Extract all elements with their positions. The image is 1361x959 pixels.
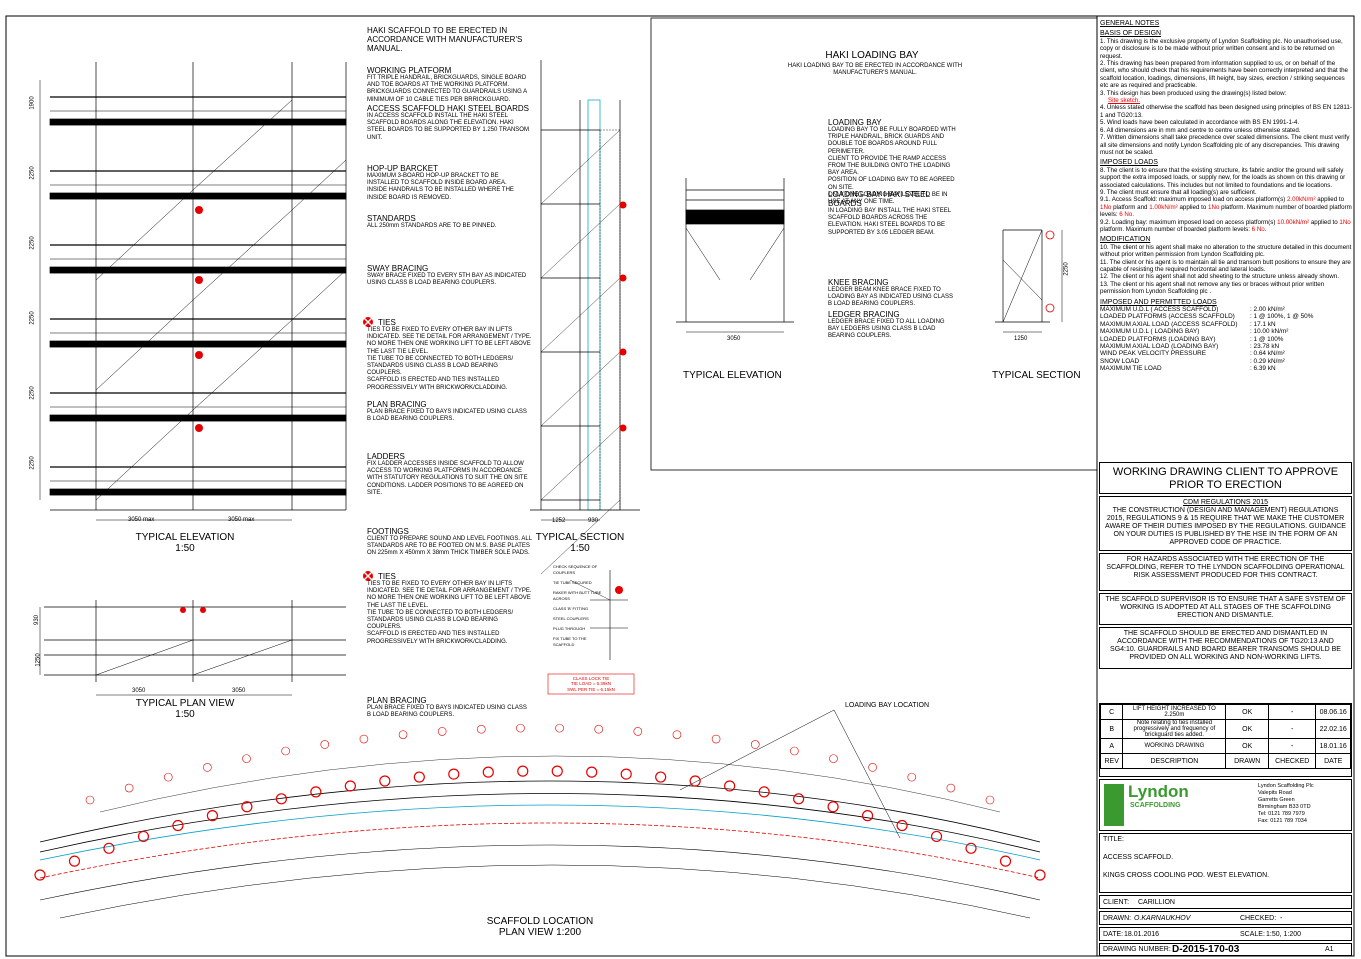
client-row: CLIENT: CARILLION [1099,895,1352,909]
loading-bay-title: HAKI LOADING BAY [825,50,919,61]
dim-lift: 2250 [29,166,36,180]
loading-bay-subtitle: HAKI LOADING BAY TO BE ERECTED IN ACCORD… [787,63,963,76]
loading-bay-height: 2250 [1063,262,1070,276]
date-row: DATE: 18.01.2016 SCALE: 1:50, 1:200 [1099,927,1352,941]
dim-lift: 2250 [29,456,36,470]
dim-section-b: 930 [588,518,599,524]
dim-plan-b: 1250 [35,653,42,667]
approval-banner: WORKING DRAWING CLIENT TO APPROVE PRIOR … [1099,462,1352,494]
dim-bay: 3050 max [228,517,255,523]
dim-lift: 2250 [29,311,36,325]
company-logo-icon [1104,784,1124,826]
drawing-number-row: DRAWING NUMBER: D-2015-170-03 A1 [1099,943,1352,956]
drawn-row: DRAWN: O.KARNAUKHOV CHECKED: - [1099,911,1352,925]
loading-bay-section-drawing [995,229,1063,333]
dim-bay: 3050 max [128,517,155,523]
annotation-note: HAKI SCAFFOLD TO BE ERECTED IN ACCORDANC… [367,26,523,53]
tg20-box: THE SCAFFOLD SHOULD BE ERECTED AND DISMA… [1099,627,1352,669]
company-address: Lyndon Scaffolding Plc Valepits Road Gar… [1258,783,1314,824]
supervisor-box: THE SCAFFOLD SUPERVISOR IS TO ENSURE THA… [1099,593,1352,625]
loading-bay-width: 3050 [727,336,741,342]
loading-bay-location-label: LOADING BAY LOCATION [845,702,930,709]
cdm-box: CDM REGULATIONS 2015 THE CONSTRUCTION (D… [1099,496,1352,551]
hazards-box: FOR HAZARDS ASSOCIATED WITH THE ERECTION… [1099,553,1352,591]
loading-bay-elevation-drawing [676,178,794,333]
company-logo-subtext: SCAFFOLDING [1130,802,1181,809]
tie-symbol-icon [363,571,373,581]
loads-table: MAXIMUM U.D.L ( ACCESS SCAFFOLD): 2.00 k… [1100,306,1314,373]
loading-bay-elevation-title: TYPICAL ELEVATION [683,370,782,381]
dim-lift: 2250 [29,386,36,400]
dim-plan-bay: 3050 [132,688,146,694]
tie-detail-drawing [547,570,635,695]
drawing-number: D-2015-170-03 [1172,944,1240,955]
typical-plan-drawing [39,600,346,696]
dim-section-a: 1252 [552,518,566,524]
loading-bay-section-title: TYPICAL SECTION [992,370,1081,381]
dim-plan-bay: 3050 [232,688,246,694]
scaffold-location-plan [39,709,1041,919]
typical-section-drawing [530,60,640,575]
dim-plan-a: 930 [34,614,41,626]
title-box: TITLE: ACCESS SCAFFOLD. KINGS CROSS COOL… [1099,833,1352,893]
tie-symbol-icon [363,317,373,327]
loading-bay-depth: 1250 [1014,336,1028,342]
dim-lift: 2250 [29,236,36,250]
company-logo-text: Lyndon [1128,782,1189,801]
general-notes: GENERAL NOTES BASIS OF DESIGN 1. This dr… [1100,20,1352,373]
dim-lift-1: 1900 [29,96,36,110]
company-box: Lyndon SCAFFOLDING Lyndon Scaffolding Pl… [1099,779,1352,831]
typical-elevation-drawing [39,62,347,521]
